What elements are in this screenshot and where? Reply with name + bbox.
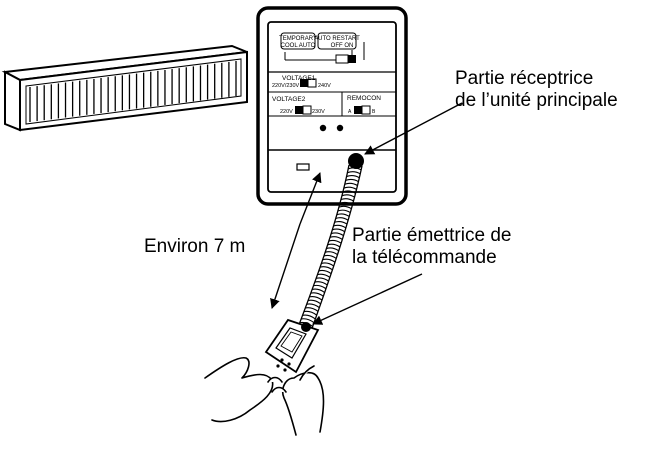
receiver-callout-line2: de l’unité principale: [455, 90, 618, 111]
voltage2-left: 220V: [280, 109, 293, 115]
receiver-callout: Partie réceptrice de l’unité principale: [455, 68, 618, 112]
indoor-unit-panel: [256, 6, 408, 206]
auto-restart-modes: OFF ON: [331, 43, 354, 49]
remocon-b: B: [372, 109, 376, 115]
distance-arrow-top: [299, 172, 322, 225]
hands: [204, 356, 325, 436]
voltage1-label: VOLTAGE1: [282, 75, 316, 82]
emitter-callout-line1: Partie émettrice de: [352, 225, 512, 246]
remocon-label: REMOCON: [347, 95, 381, 102]
voltage2-right: 230V: [312, 109, 325, 115]
emitter-callout: Partie émettrice de la télécommande: [352, 225, 511, 269]
voltage1-left: 220V/230V: [272, 83, 300, 89]
distance-label: Environ 7 m: [144, 236, 246, 257]
auto-restart-label: AUTO RESTART: [314, 36, 360, 42]
temporary-label: TEMPORARY: [279, 36, 317, 42]
receiver-arrow: [364, 102, 463, 155]
temporary-modes: COOL AUTO: [281, 43, 316, 49]
remocon-a: A: [348, 109, 352, 115]
emitter-arrow: [312, 273, 423, 325]
air-grille: [1, 44, 248, 132]
voltage2-label: VOLTAGE2: [272, 96, 306, 103]
receiver-callout-line1: Partie réceptrice: [455, 68, 594, 89]
emitter-callout-line2: la télécommande: [352, 247, 497, 268]
distance-arrow-bottom: [270, 223, 301, 309]
voltage1-right: 240V: [318, 83, 331, 89]
arrows: [270, 102, 463, 325]
remote-control: [264, 318, 320, 374]
